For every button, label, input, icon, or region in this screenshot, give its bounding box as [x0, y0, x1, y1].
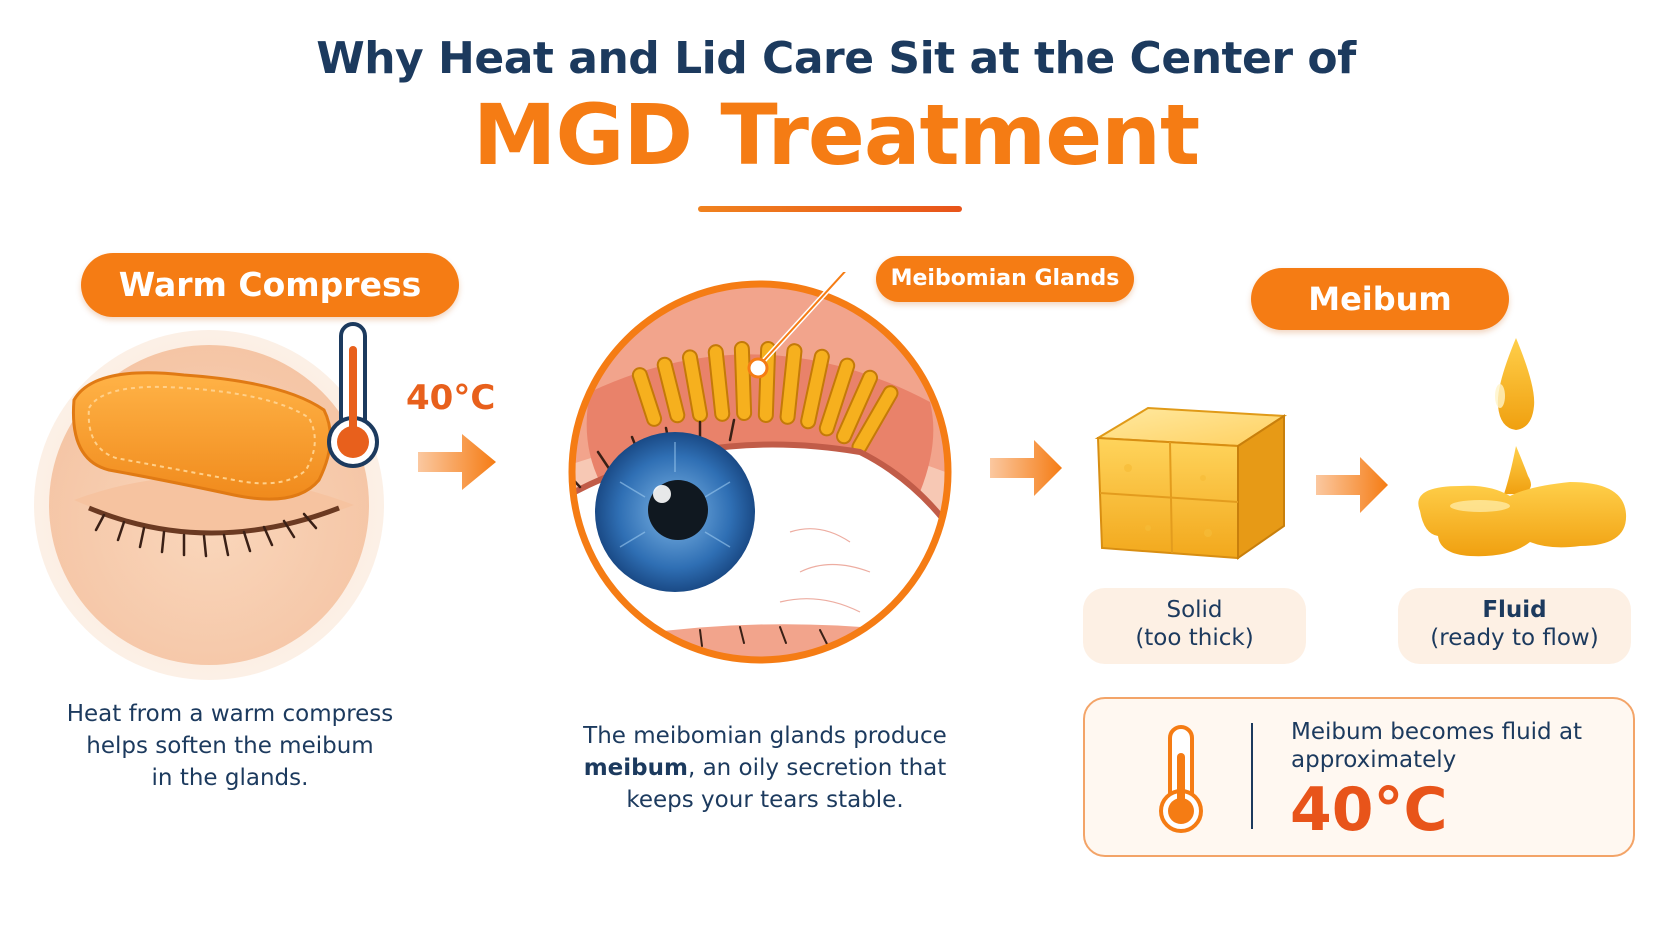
butter-cube-illustration: [1094, 406, 1288, 560]
meibomian-glands-label: Meibomian Glands: [876, 256, 1134, 302]
fluid-subtitle: (ready to flow): [1430, 625, 1599, 651]
solid-state-box: Solid (too thick): [1083, 588, 1306, 664]
arrow-right-icon: [1316, 457, 1388, 513]
compress-temperature: 40°C: [406, 378, 496, 418]
caption-line: The meibomian glands produce: [583, 723, 947, 749]
page-title-line1: Why Heat and Lid Care Sit at the Center …: [316, 33, 1356, 84]
melting-point-temperature: 40°C: [1290, 775, 1448, 845]
page-title-line2: MGD Treatment: [472, 86, 1200, 184]
eye-illustration: [568, 272, 952, 664]
thermometer-icon: [327, 322, 379, 468]
meibum-label: Meibum: [1251, 268, 1509, 330]
caption-line: meibum, an oily secretion that: [545, 752, 985, 784]
solid-title: Solid: [1166, 597, 1223, 623]
warm-compress-caption: Heat from a warm compress helps soften t…: [40, 698, 420, 794]
caption-rest: , an oily secretion that: [687, 755, 947, 781]
caption-line: Heat from a warm compress: [66, 701, 394, 727]
caption-line: in the glands.: [151, 765, 309, 791]
glands-caption: The meibomian glands produce meibum, an …: [545, 720, 985, 816]
caption-line: helps soften the meibum: [86, 733, 374, 759]
title-underline: [698, 206, 962, 212]
oil-drop-illustration: [1418, 338, 1627, 557]
arrow-right-icon: [418, 434, 496, 490]
closed-eye-compress-illustration: [49, 345, 369, 665]
melting-point-text: Meibum becomes fluid at approximately: [1291, 719, 1583, 773]
thermometer-icon: [1159, 725, 1203, 833]
caption-line: keeps your tears stable.: [626, 787, 904, 813]
fluid-state-box: Fluid (ready to flow): [1398, 588, 1631, 664]
caption-bold-term: meibum: [583, 755, 688, 781]
fluid-title: Fluid: [1482, 597, 1547, 623]
info-divider: [1251, 723, 1253, 829]
solid-subtitle: (too thick): [1135, 625, 1254, 651]
warm-compress-label: Warm Compress: [81, 253, 459, 317]
arrow-right-icon: [990, 440, 1062, 496]
